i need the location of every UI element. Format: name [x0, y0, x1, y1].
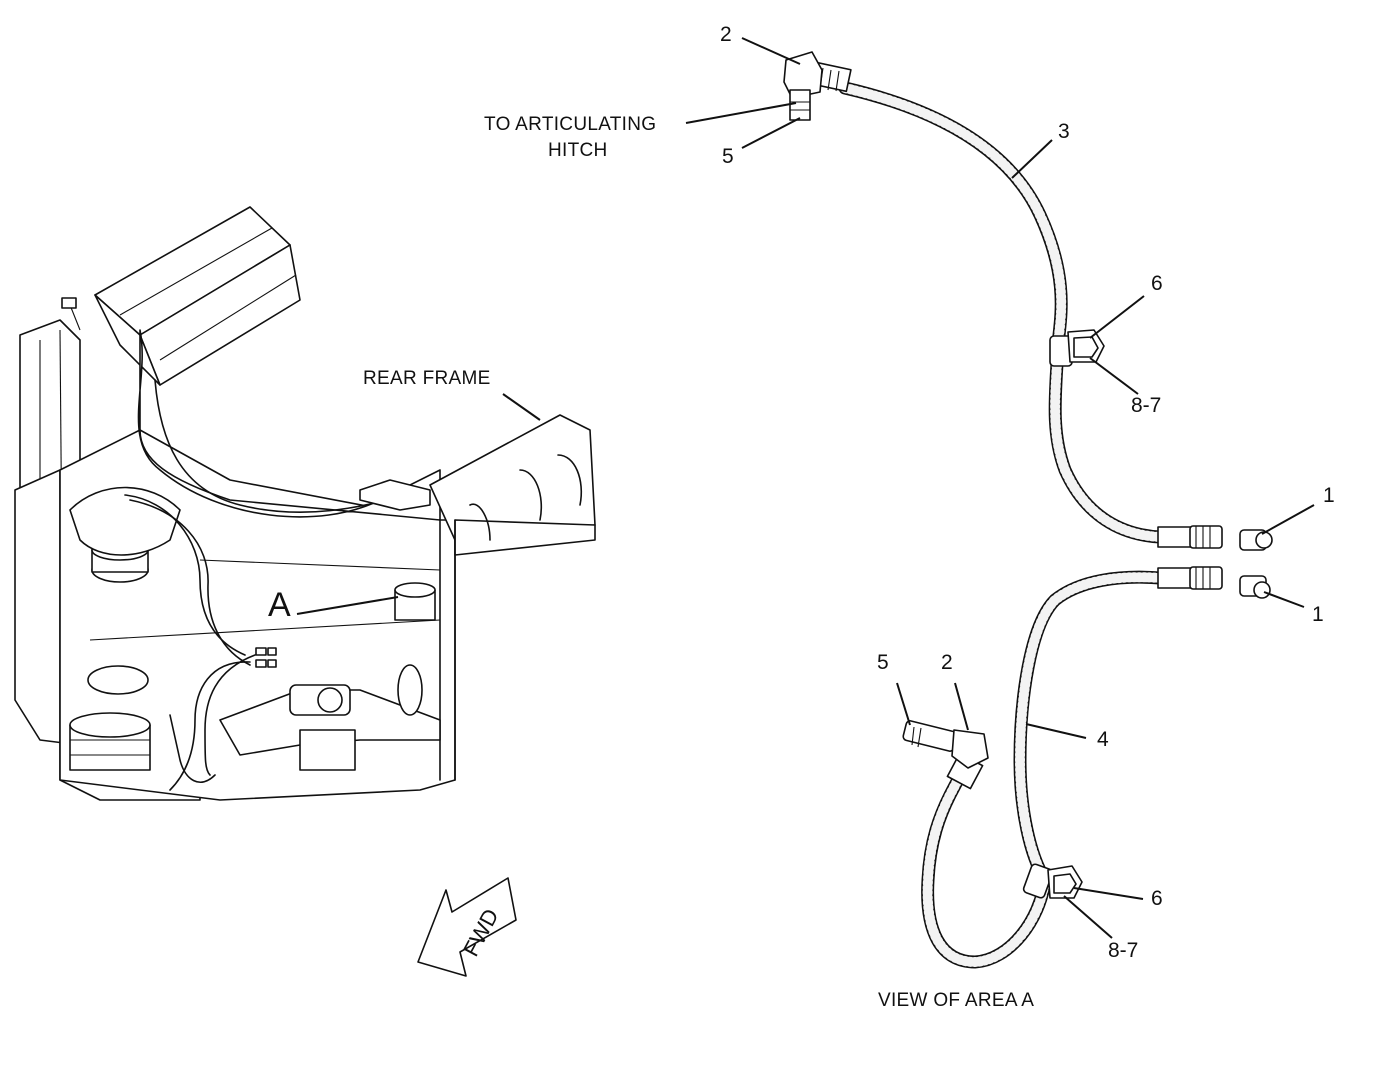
leader-lines	[296, 37, 1315, 939]
adapter-lower	[1239, 575, 1271, 599]
callout-4: 4	[1097, 728, 1109, 751]
view-of-area-a-title: VIEW OF AREA A	[878, 990, 1035, 1011]
clip-lower	[1022, 863, 1083, 899]
callout-6-lower: 6	[1151, 887, 1163, 910]
area-a-marker: A	[268, 586, 291, 624]
callout-5-view: 5	[877, 651, 889, 674]
fwd-arrow: FWD	[417, 877, 517, 977]
elbow-fitting-top	[783, 51, 823, 121]
callout-2-top: 2	[720, 23, 732, 46]
elbow-fitting-view	[902, 720, 989, 769]
note-rear-frame: REAR FRAME	[363, 368, 491, 389]
callout-6-upper: 6	[1151, 272, 1163, 295]
rear-frame-drawing	[14, 206, 596, 801]
note-articulating-line1: TO ARTICULATING	[484, 114, 657, 135]
hose-3	[812, 61, 1223, 549]
callout-1-lower: 1	[1312, 603, 1324, 626]
clip-upper	[1049, 329, 1105, 367]
callout-8-7-lower: 8-7	[1108, 939, 1139, 962]
callout-3: 3	[1058, 120, 1070, 143]
adapter-upper	[1239, 529, 1273, 551]
callout-1-upper: 1	[1323, 484, 1335, 507]
callout-2-view: 2	[941, 651, 953, 674]
note-articulating-line2: HITCH	[548, 140, 608, 161]
callout-5-top: 5	[722, 145, 734, 168]
callout-8-7-upper: 8-7	[1131, 394, 1162, 417]
